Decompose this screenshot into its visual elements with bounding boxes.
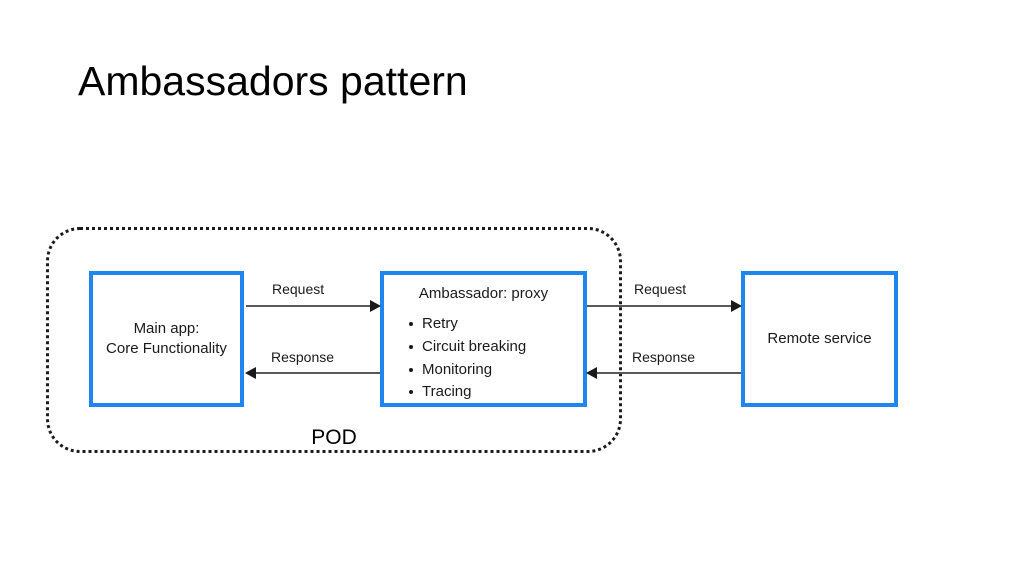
node-ambassador-heading: Ambassador: proxy: [418, 285, 549, 302]
arrow-shaft: [595, 372, 741, 374]
node-main-app-label: Main app: Core Functionality: [93, 319, 240, 360]
arrow-remote-to-ambassador: [586, 366, 741, 380]
node-main-app: Main app: Core Functionality: [89, 271, 244, 407]
arrow-label-request-left: Request: [272, 281, 325, 297]
arrowhead-right-icon: [731, 300, 742, 312]
arrow-label-request-right: Request: [634, 281, 687, 297]
arrow-label-response-right: Response: [632, 349, 696, 365]
list-item: Monitoring: [409, 359, 583, 382]
node-remote-service: Remote service: [741, 271, 898, 407]
pod-label: POD: [311, 426, 357, 449]
arrow-app-to-ambassador: [246, 299, 381, 313]
node-ambassador-content: Ambassador: proxy Retry Circuit breaking…: [384, 285, 583, 404]
list-item: Tracing: [409, 381, 583, 404]
arrow-ambassador-to-remote: [587, 299, 742, 313]
arrow-label-response-left: Response: [271, 349, 335, 365]
node-main-app-label-line-1: Main app:: [133, 319, 200, 337]
pod-boundary: [46, 227, 622, 453]
arrow-shaft: [254, 372, 380, 374]
page-title: Ambassadors pattern: [78, 58, 468, 104]
arrowhead-right-icon: [370, 300, 381, 312]
node-ambassador-feature-list: Retry Circuit breaking Monitoring Tracin…: [384, 313, 583, 404]
arrow-ambassador-to-app: [245, 366, 380, 380]
node-remote-service-label-line-1: Remote service: [767, 329, 872, 347]
node-main-app-label-line-2: Core Functionality: [106, 340, 227, 357]
arrow-shaft: [587, 305, 733, 307]
list-item: Retry: [409, 313, 583, 336]
arrowhead-left-icon: [586, 367, 597, 379]
arrow-shaft: [246, 305, 372, 307]
list-item: Circuit breaking: [409, 336, 583, 359]
node-remote-service-label: Remote service: [745, 329, 894, 349]
node-ambassador: Ambassador: proxy Retry Circuit breaking…: [380, 271, 587, 407]
arrowhead-left-icon: [245, 367, 256, 379]
